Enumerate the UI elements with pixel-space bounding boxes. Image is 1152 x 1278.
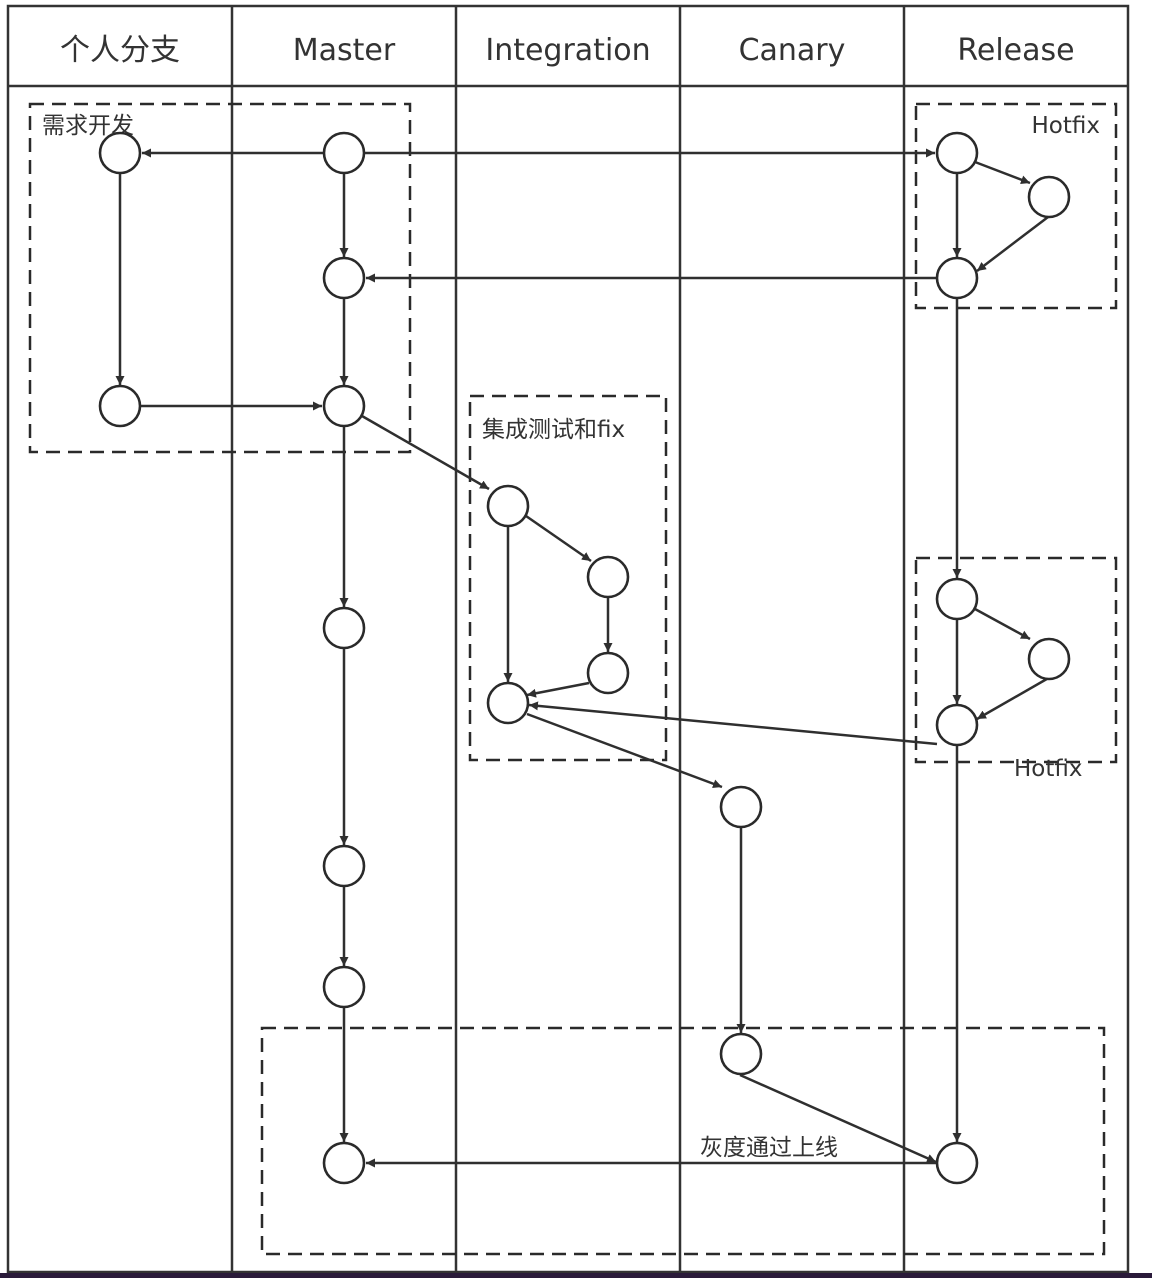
edge-hotfix-bottom-1 [974,607,1031,641]
node-release-hotfix-2 [1027,637,1071,681]
group-label-hotfix-bottom: Hotfix [1014,756,1082,782]
node-canary-1 [719,785,763,829]
lane-title-master: Master [293,33,396,68]
edge-canary-to-release [739,1073,937,1164]
edge-integration-fix-3 [526,681,590,698]
node-master-5 [322,844,366,888]
lane-title-integration: Integration [485,33,650,68]
node-master-2 [322,256,366,300]
node-release-hotfix-1 [1027,175,1071,219]
lane-title-canary: Canary [739,33,846,68]
node-personal-2 [98,384,142,428]
node-release-2 [935,256,979,300]
node-master-7 [322,1141,366,1185]
group-box-release [260,1026,1106,1256]
node-personal-1 [98,131,142,175]
edges [115,148,1053,1168]
group-label-integration: 集成测试和fix [482,417,625,443]
edge-integration-to-canary [526,712,723,789]
nodes [98,131,1071,1185]
lane-grid [6,4,1130,1274]
node-master-3 [322,384,366,428]
edge-hotfix-top-1 [974,160,1031,185]
group-box-integration [468,394,668,762]
node-master-6 [322,965,366,1009]
bottom-edge-strip [0,1273,1152,1278]
edge-master-to-integration [361,414,490,491]
group-label-release: 灰度通过上线 [700,1135,838,1161]
group-label-hotfix-top: Hotfix [1032,113,1100,139]
node-integration-1 [486,484,530,528]
node-release-5 [935,1141,979,1185]
grid-border [6,4,1130,1274]
node-integration-4 [486,681,530,725]
group-box-hotfix-bottom [914,556,1118,764]
node-release-4 [935,703,979,747]
group-box-hotfix-top [914,102,1118,310]
edge-hotfix-bottom-2 [976,674,1053,721]
node-integration-2 [586,555,630,599]
node-canary-2 [719,1032,763,1076]
lane-title-release: Release [957,33,1074,68]
lane-title-personal: 个人分支 [60,33,180,68]
node-master-4 [322,606,366,650]
node-master-1 [322,131,366,175]
node-integration-3 [586,651,630,695]
edge-hotfix-to-integration [528,701,938,746]
node-release-3 [935,577,979,621]
node-release-1 [935,131,979,175]
edge-integration-fix-1 [525,514,592,563]
edge-hotfix-top-2 [976,213,1053,272]
